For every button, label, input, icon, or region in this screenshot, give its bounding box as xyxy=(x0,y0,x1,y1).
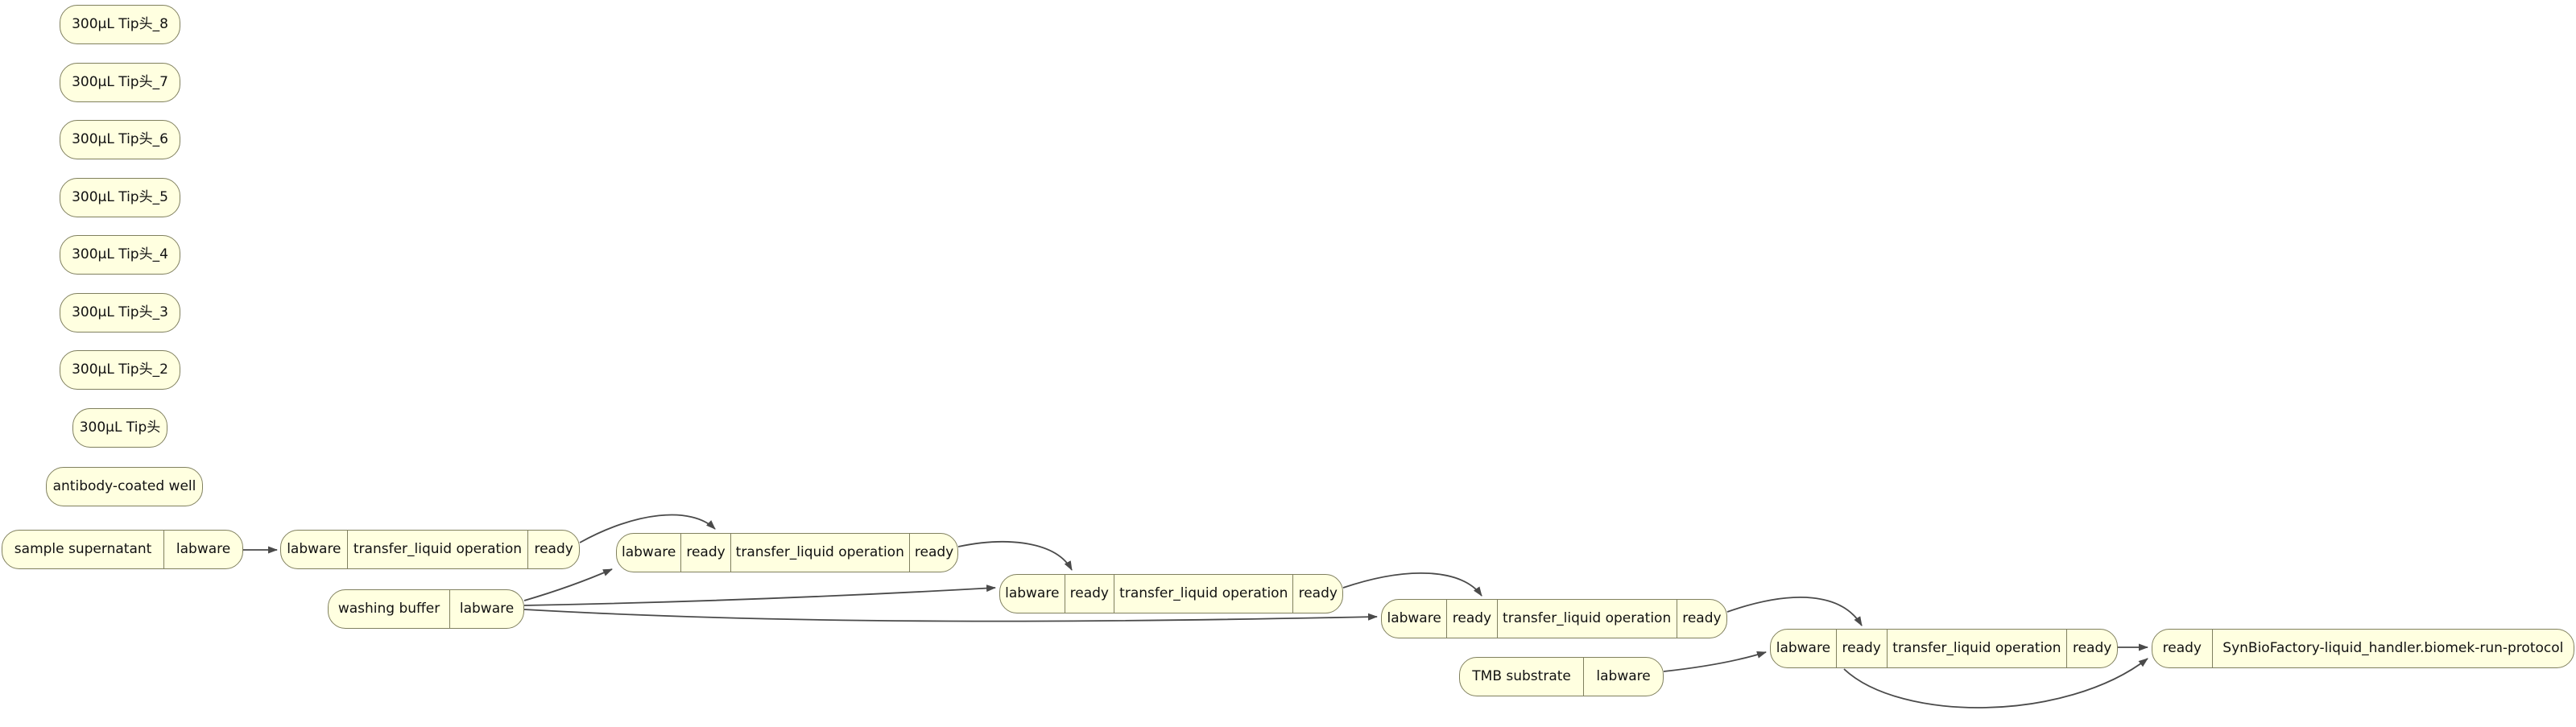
node-transfer-op-2: labware ready transfer_liquid operation … xyxy=(616,533,958,572)
node-label: transfer_liquid operation xyxy=(1886,630,2067,667)
node-tip-5: 300μL Tip头_5 xyxy=(60,178,180,217)
node-label: 300μL Tip头_6 xyxy=(72,131,168,147)
node-label: 300μL Tip头_2 xyxy=(72,361,168,378)
node-transfer-op-5: labware ready transfer_liquid operation … xyxy=(1770,629,2118,668)
port-ready: ready xyxy=(527,531,579,568)
node-label: sample supernatant xyxy=(14,541,152,557)
node-tip-4: 300μL Tip头_4 xyxy=(60,235,180,275)
port-ready-in: ready xyxy=(1446,600,1496,638)
port-ready-out: ready xyxy=(1292,575,1342,613)
node-label: 300μL Tip头 xyxy=(79,419,161,436)
port-labware: labware xyxy=(163,531,242,568)
port-ready-in: ready xyxy=(680,534,730,572)
node-tip-6: 300μL Tip头_6 xyxy=(60,120,180,159)
node-label: transfer_liquid operation xyxy=(1496,600,1677,638)
node-label: SynBioFactory-liquid_handler.biomek-run-… xyxy=(2211,630,2574,667)
edge-washing-to-op2 xyxy=(523,568,613,601)
port-labware: labware xyxy=(1583,658,1663,696)
node-tip-3: 300μL Tip头_3 xyxy=(60,293,180,333)
node-tip-8: 300μL Tip头_8 xyxy=(60,5,180,44)
node-label: washing buffer xyxy=(337,601,440,617)
node-tmb-substrate: TMB substrate labware xyxy=(1459,657,1664,696)
port-ready-in: ready xyxy=(1835,630,1887,667)
node-label: 300μL Tip头_8 xyxy=(72,16,168,32)
node-antibody-coated-well: antibody-coated well xyxy=(46,467,203,506)
port-ready-out: ready xyxy=(1676,600,1726,638)
node-label: TMB substrate xyxy=(1472,668,1571,684)
port-labware: labware xyxy=(1005,585,1060,601)
node-tip-2: 300μL Tip头_2 xyxy=(60,350,180,390)
port-labware: labware xyxy=(1387,610,1441,626)
node-label: transfer_liquid operation xyxy=(730,534,909,572)
port-ready: ready xyxy=(2162,640,2202,656)
node-sample-supernatant: sample supernatant labware xyxy=(2,530,243,569)
edge-tmb-to-op5 xyxy=(1663,651,1767,672)
node-label: transfer_liquid operation xyxy=(346,531,528,568)
node-label: antibody-coated well xyxy=(52,478,196,494)
edge-op3-to-op4 xyxy=(1342,572,1482,597)
node-transfer-op-1: labware transfer_liquid operation ready xyxy=(280,530,580,569)
port-labware: labware xyxy=(287,541,341,557)
node-transfer-op-4: labware ready transfer_liquid operation … xyxy=(1381,599,1727,638)
node-label: 300μL Tip头_7 xyxy=(72,74,168,90)
port-ready-out: ready xyxy=(908,534,958,572)
port-labware: labware xyxy=(449,590,523,628)
port-labware: labware xyxy=(622,544,676,560)
node-tip-7: 300μL Tip头_7 xyxy=(60,63,180,102)
node-run-protocol: ready SynBioFactory-liquid_handler.biome… xyxy=(2152,629,2574,668)
edge-op4-to-op5 xyxy=(1726,597,1863,626)
node-washing-buffer: washing buffer labware xyxy=(328,589,524,629)
node-transfer-op-3: labware ready transfer_liquid operation … xyxy=(999,574,1343,613)
node-label: 300μL Tip头_3 xyxy=(72,304,168,320)
edge-washing-to-op3 xyxy=(523,584,996,606)
port-ready-out: ready xyxy=(2066,630,2117,667)
node-label: 300μL Tip头_5 xyxy=(72,189,168,205)
port-labware: labware xyxy=(1776,640,1831,656)
node-tip-1: 300μL Tip头 xyxy=(72,408,167,448)
node-label: 300μL Tip头_4 xyxy=(72,246,168,262)
port-ready-in: ready xyxy=(1064,575,1114,613)
edge-op2-to-op3 xyxy=(957,541,1073,571)
node-label: transfer_liquid operation xyxy=(1114,575,1292,613)
